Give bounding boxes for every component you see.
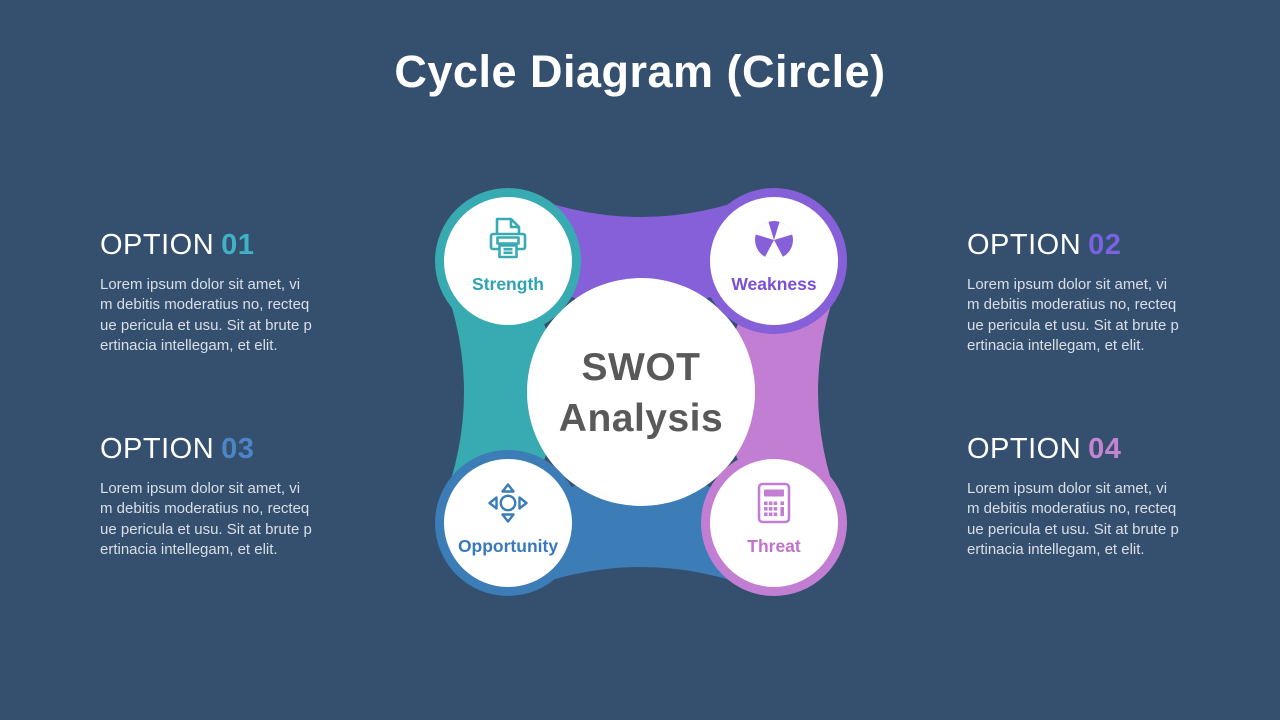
cycle-diagram: SWOT Analysis	[435, 188, 847, 596]
node-label-strength: Strength	[472, 274, 544, 294]
option-number: 01	[221, 229, 255, 261]
node-circle-strength	[435, 188, 581, 334]
page-title: Cycle Diagram (Circle)	[394, 46, 886, 97]
option-number: 03	[221, 433, 255, 465]
node-circle-opportunity	[435, 450, 581, 596]
option-number: 02	[1088, 229, 1122, 261]
printer-icon	[489, 217, 527, 259]
option-body-text: Lorem ipsum dolor sit amet, vi m debitis…	[967, 479, 1179, 559]
move-arrows-icon	[488, 483, 528, 523]
option-label: OPTION	[967, 433, 1082, 465]
option-body-text: Lorem ipsum dolor sit amet, vi m debitis…	[100, 479, 312, 559]
node-circle-weakness	[701, 188, 847, 334]
option-body-text: Lorem ipsum dolor sit amet, vi m debitis…	[967, 275, 1179, 355]
option-label: OPTION	[100, 229, 215, 261]
option-body-text: Lorem ipsum dolor sit amet, vi m debitis…	[100, 275, 312, 355]
node-label-opportunity: Opportunity	[458, 536, 558, 556]
center-circle	[527, 278, 755, 506]
node-label-weakness: Weakness	[731, 274, 817, 294]
radiation-icon	[755, 221, 793, 260]
node-label-threat: Threat	[747, 536, 801, 556]
center-title-line2: Analysis	[559, 397, 723, 440]
option-number: 04	[1088, 433, 1122, 465]
option-label: OPTION	[967, 229, 1082, 261]
calculator-icon	[757, 482, 791, 524]
option-label: OPTION	[100, 433, 215, 465]
center-title-line1: SWOT	[582, 346, 701, 389]
